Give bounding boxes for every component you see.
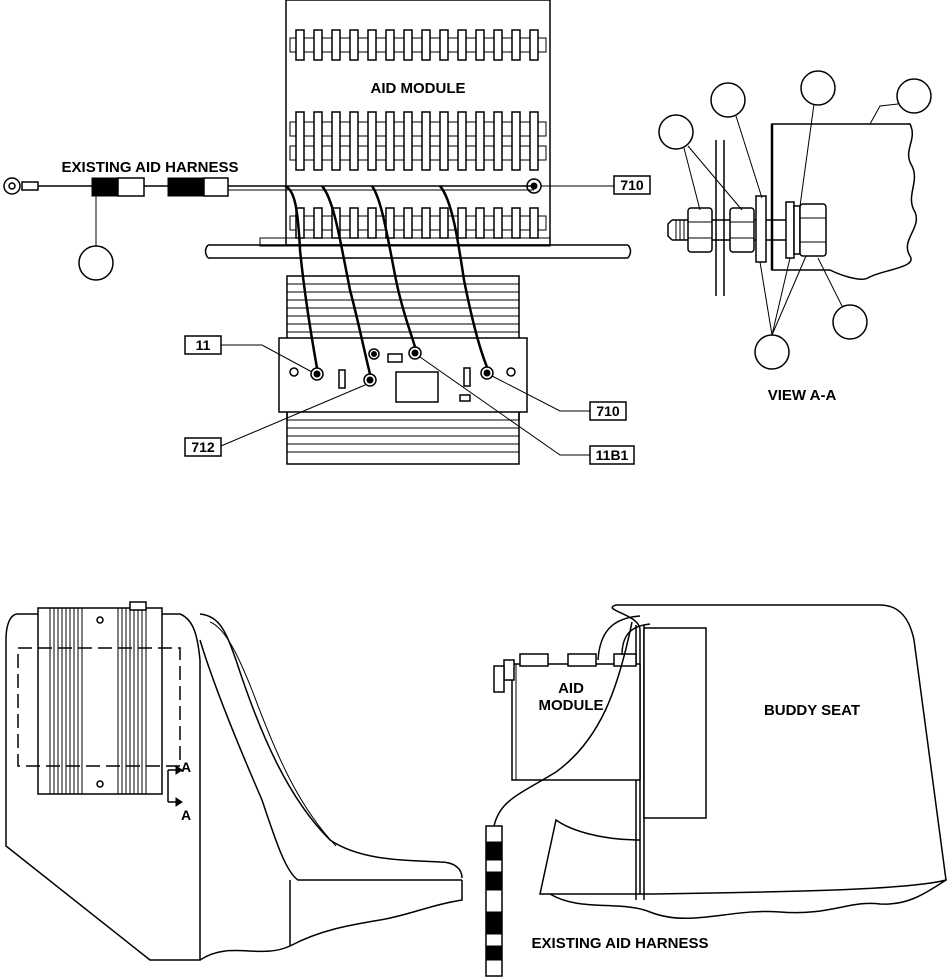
- aid-module-bottom-label-line2: MODULE: [539, 697, 604, 714]
- existing-aid-harness-bottom-label: EXISTING AID HARNESS: [532, 935, 709, 952]
- lower-mounting-block: [278, 275, 528, 465]
- callout-circle-harness: [78, 196, 114, 281]
- section-a-lower: A: [181, 807, 191, 823]
- callout-circle-view-6: [754, 334, 790, 370]
- callout-circle-view-1: [658, 114, 694, 150]
- existing-aid-harness-top-label: EXISTING AID HARNESS: [62, 159, 239, 176]
- fin-row-middle: [289, 111, 547, 171]
- callout-circle-view-3: [800, 70, 836, 106]
- wire-tag-710-top-text: 710: [620, 177, 644, 193]
- view-a-a-label: VIEW A-A: [768, 387, 837, 404]
- fin-row-bottom: [289, 207, 547, 239]
- callout-circle-view-4: [896, 78, 932, 114]
- wire-tag-11b1-text: 11B1: [596, 447, 629, 463]
- section-a-upper: A: [181, 759, 191, 775]
- wire-tag-712: 712: [184, 384, 366, 457]
- wire-tag-11: 11: [184, 335, 313, 373]
- wire-tag-710-top: 710: [541, 175, 651, 195]
- wire-tag-712-text: 712: [191, 439, 215, 455]
- buddy-seat-label: BUDDY SEAT: [764, 702, 860, 719]
- fin-row-top: [289, 29, 547, 61]
- existing-harness-connector: [3, 177, 229, 197]
- seat-side-view-left: A A: [5, 601, 463, 961]
- aid-module-top-view: AID MODULE: [3, 0, 651, 465]
- buddy-seat-view-right: AID MODULE BUDDY SEAT EXISTING AID HARNE…: [485, 604, 947, 977]
- view-a-a-detail: VIEW A-A: [658, 70, 932, 404]
- callout-circle-view-5: [832, 304, 868, 340]
- wire-tag-710-bottom: 710: [491, 375, 627, 421]
- harness-wires: [228, 178, 542, 375]
- wire-tag-710-bottom-text: 710: [596, 403, 620, 419]
- callout-circle-view-2: [710, 82, 746, 118]
- aid-module-bottom-label-line1: AID: [558, 680, 584, 697]
- aid-module-top-label: AID MODULE: [371, 80, 466, 97]
- wire-tag-11b1: 11B1: [419, 356, 635, 465]
- wire-tag-11-text: 11: [196, 337, 211, 353]
